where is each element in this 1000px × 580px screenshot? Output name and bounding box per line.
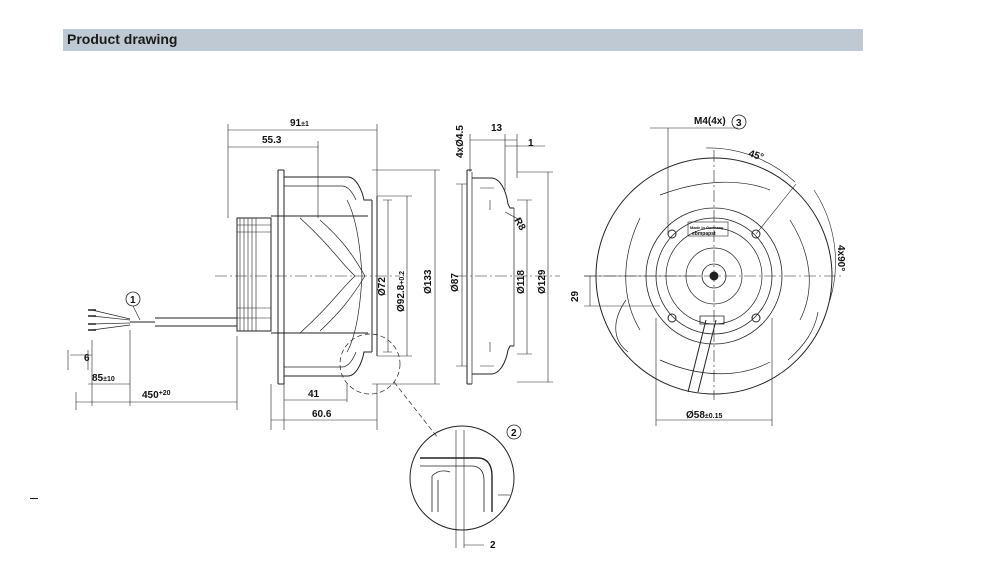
dimension-labels: 1 2 3 91±1 55.3 Ø72 Ø92.8+0.2 Ø133 41 60…	[84, 116, 846, 551]
dim-41: 41	[308, 389, 320, 400]
dim-133: Ø133	[423, 269, 434, 294]
dim-72: Ø72	[377, 277, 388, 296]
section-view	[455, 134, 560, 385]
callout-3-label: 3	[736, 118, 742, 129]
motor-housing	[236, 217, 272, 332]
dim-91: 91±1	[290, 118, 309, 129]
dim-129: Ø129	[537, 269, 548, 294]
dim-60-6: 60.6	[312, 409, 332, 420]
dim-87: Ø87	[450, 273, 461, 292]
label-made-in: Made in Germany	[690, 225, 724, 230]
dim-118: Ø118	[516, 270, 527, 294]
callout-1-label: 1	[130, 295, 136, 306]
front-view	[584, 127, 844, 426]
dim-m4: M4(4x)	[694, 116, 726, 127]
dim-2: 2	[490, 540, 496, 551]
dim-58: Ø58±0.15	[686, 410, 722, 421]
detail-view	[409, 425, 515, 548]
dim-92-8: Ø92.8+0.2	[396, 271, 407, 312]
callout-2-label: 2	[511, 428, 517, 439]
section-header: Product drawing	[63, 29, 863, 51]
label-brand: ebmpapst	[692, 231, 716, 237]
callout-circle-1	[125, 291, 141, 307]
page-dash-mark	[30, 498, 38, 499]
section-title: Product drawing	[67, 31, 178, 47]
dim-450: 450+20	[142, 390, 171, 401]
callout-circle-3	[731, 114, 747, 130]
side-view	[67, 124, 440, 439]
dim-6: 6	[84, 353, 90, 364]
callout-circle-2	[506, 424, 522, 440]
dim-45-deg: 45°	[747, 148, 765, 163]
dim-29: 29	[570, 290, 581, 302]
dim-1: 1	[528, 138, 534, 149]
dim-55-3: 55.3	[262, 135, 282, 146]
dim-4x90-deg: 4x90°	[835, 245, 846, 271]
dim-85: 85±10	[92, 373, 115, 384]
dim-4x-4-5: 4xØ4.5	[455, 125, 466, 158]
dim-13: 13	[491, 123, 503, 134]
